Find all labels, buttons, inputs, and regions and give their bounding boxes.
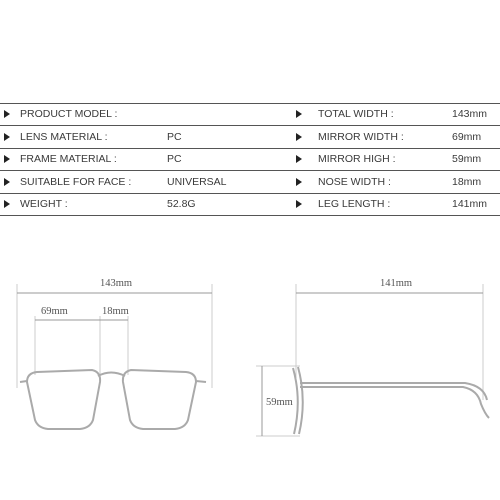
left-hinge (19, 380, 28, 383)
lens-profile (292, 367, 299, 435)
lens-width-label: 69mm (41, 306, 68, 317)
row-divider (0, 215, 500, 216)
spec-value-frame-material: PC (167, 153, 182, 165)
bridge-width-label: 18mm (102, 306, 129, 317)
right-hinge (195, 380, 207, 383)
arrow-right-icon (4, 110, 10, 118)
leg-length-label: 141mm (380, 278, 412, 289)
arrow-right-icon (296, 110, 302, 118)
glasses-front-view (19, 368, 207, 430)
row-divider (0, 170, 500, 171)
spec-value-nose-width: 18mm (452, 176, 482, 188)
lens-height-label: 59mm (266, 397, 293, 408)
spec-table: PRODUCT MODEL : TOTAL WIDTH : 143mm LENS… (0, 103, 500, 216)
spec-label-product-model: PRODUCT MODEL : (20, 108, 118, 120)
total-width-label: 143mm (100, 278, 132, 289)
arrow-right-icon (296, 178, 302, 186)
spec-value-weight: 52.8G (167, 198, 196, 210)
spec-label-mirror-high: MIRROR HIGH : (318, 153, 396, 165)
arrow-right-icon (4, 133, 10, 141)
spec-value-total-width: 143mm (452, 108, 488, 120)
arrow-right-icon (296, 200, 302, 208)
spec-label-frame-material: FRAME MATERIAL : (20, 153, 117, 165)
arrow-right-icon (4, 155, 10, 163)
spec-value-lens-material: PC (167, 131, 182, 143)
spec-value-mirror-high: 59mm (452, 153, 482, 165)
spec-label-nose-width: NOSE WIDTH : (318, 176, 391, 188)
spec-value-leg-length: 141mm (452, 198, 488, 210)
arrow-right-icon (296, 133, 302, 141)
spec-label-mirror-width: MIRROR WIDTH : (318, 131, 404, 143)
spec-label-leg-length: LEG LENGTH : (318, 198, 391, 210)
arrow-right-icon (296, 155, 302, 163)
row-divider (0, 103, 500, 104)
bridge (97, 371, 126, 377)
spec-label-total-width: TOTAL WIDTH : (318, 108, 394, 120)
right-lens-frame (121, 368, 198, 430)
temple-arm (300, 386, 490, 419)
spec-label-lens-material: LENS MATERIAL : (20, 131, 108, 143)
glasses-side-view (292, 366, 490, 435)
spec-value-mirror-width: 69mm (452, 131, 482, 143)
row-divider (0, 148, 500, 149)
arrow-right-icon (4, 178, 10, 186)
row-divider (0, 125, 500, 126)
spec-label-weight: WEIGHT : (20, 198, 68, 210)
row-divider (0, 193, 500, 194)
lens-profile (297, 366, 304, 435)
spec-value-suitable-for-face: UNIVERSAL (167, 176, 227, 188)
left-lens-frame (25, 368, 102, 430)
temple-arm (300, 382, 488, 401)
arrow-right-icon (4, 200, 10, 208)
spec-label-suitable-for-face: SUITABLE FOR FACE : (20, 176, 132, 188)
